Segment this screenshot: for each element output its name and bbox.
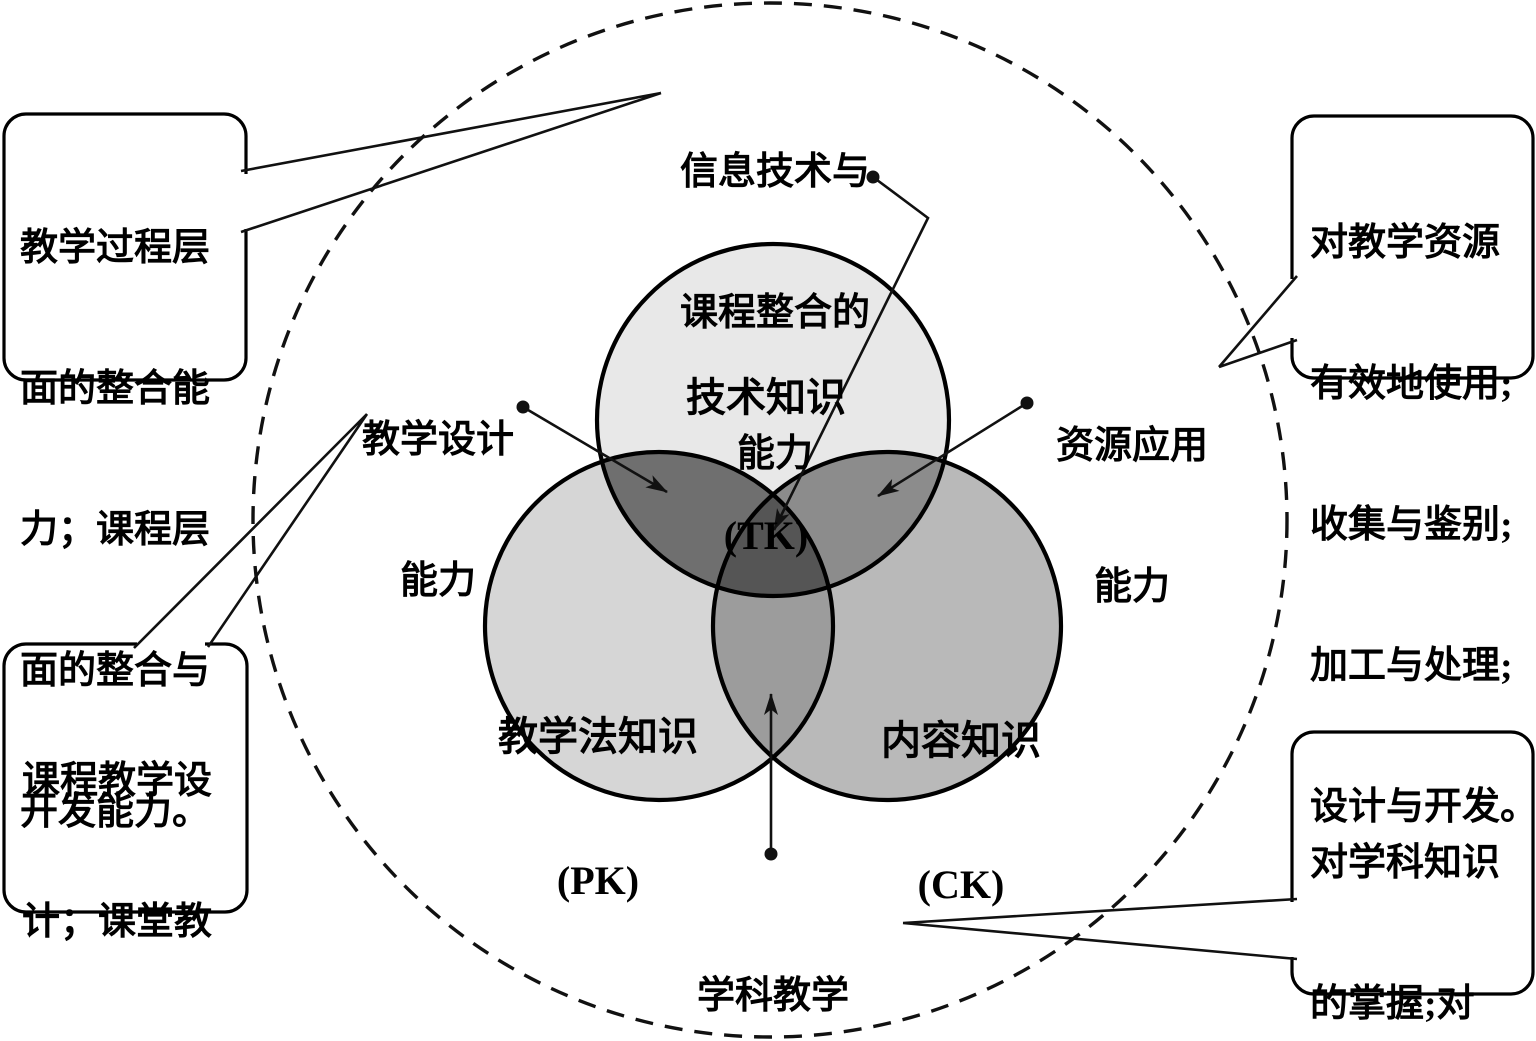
callout-box-top-right [1290, 114, 1535, 380]
label-subject-ability: 学科教学 能力 [696, 975, 849, 1017]
tk-ck-overlap [713, 452, 949, 596]
callout-pointers [133, 91, 1298, 961]
callout-box-bottom-right [1290, 730, 1535, 996]
venn-fills [482, 241, 1064, 803]
callout-text-top-left: 教学过程层 面的整合能 力；课程层 面的整合与 开发能力。 [20, 227, 211, 833]
tk-abbr: (TK) [723, 513, 809, 558]
pk-circle-outline [482, 449, 836, 803]
callout-text-bottom-right: 对学科知识 的掌握;对 教学过程的 安排;基本 教学技能。 [1310, 842, 1501, 1025]
pointer-bottom-left [133, 413, 369, 649]
callout-box-top-left [2, 112, 248, 382]
callout-text-bottom-left: 课程教学设 计；课堂教 学设计；自 主学习教学 设计。 [22, 760, 213, 943]
tk-circle-label: 技术知识 (TK) [646, 283, 886, 651]
ck-name: 内容知识 [881, 718, 1041, 763]
pk-abbr: (PK) [556, 858, 640, 903]
tk-pk-overlap [597, 452, 833, 596]
tk-name: 技术知识 [686, 375, 846, 420]
callout-text-top-right: 对教学资源 有效地使用; 收集与鉴别; 加工与处理; 设计与开发。 [1310, 222, 1536, 828]
arrow-design-to-tk-pk [516, 400, 668, 494]
pointer-arrows [516, 170, 1034, 861]
callout-box-bottom-left [2, 642, 249, 914]
arrow-resource-to-tk-ck [877, 396, 1034, 498]
pointer-top-left [240, 91, 662, 234]
pk-name: 教学法知识 [498, 714, 698, 759]
arrow-subject-to-pk-ck [764, 693, 778, 861]
ck-circle-outline [710, 449, 1064, 803]
tk-circle-outline [594, 241, 952, 599]
arrow-integration-to-center [772, 170, 930, 531]
callout-boxes [2, 91, 1535, 996]
pk-circle-label: 教学法知识 (PK) [478, 617, 718, 1001]
outer-dashed-circle [251, 1, 1289, 1039]
label-design-ability: 教学设计 能力 [361, 419, 514, 602]
label-resource-ability: 资源应用 能力 [1055, 425, 1208, 608]
label-integration-ability: 信息技术与 课程整合的 能力 [679, 151, 870, 475]
pointer-top-right [1218, 275, 1298, 369]
ck-abbr: (CK) [917, 862, 1005, 907]
ck-circle-label: 内容知识 (CK) [841, 621, 1081, 1005]
callout-border-gaps [137, 174, 1297, 957]
pointer-bottom-right [902, 897, 1298, 961]
